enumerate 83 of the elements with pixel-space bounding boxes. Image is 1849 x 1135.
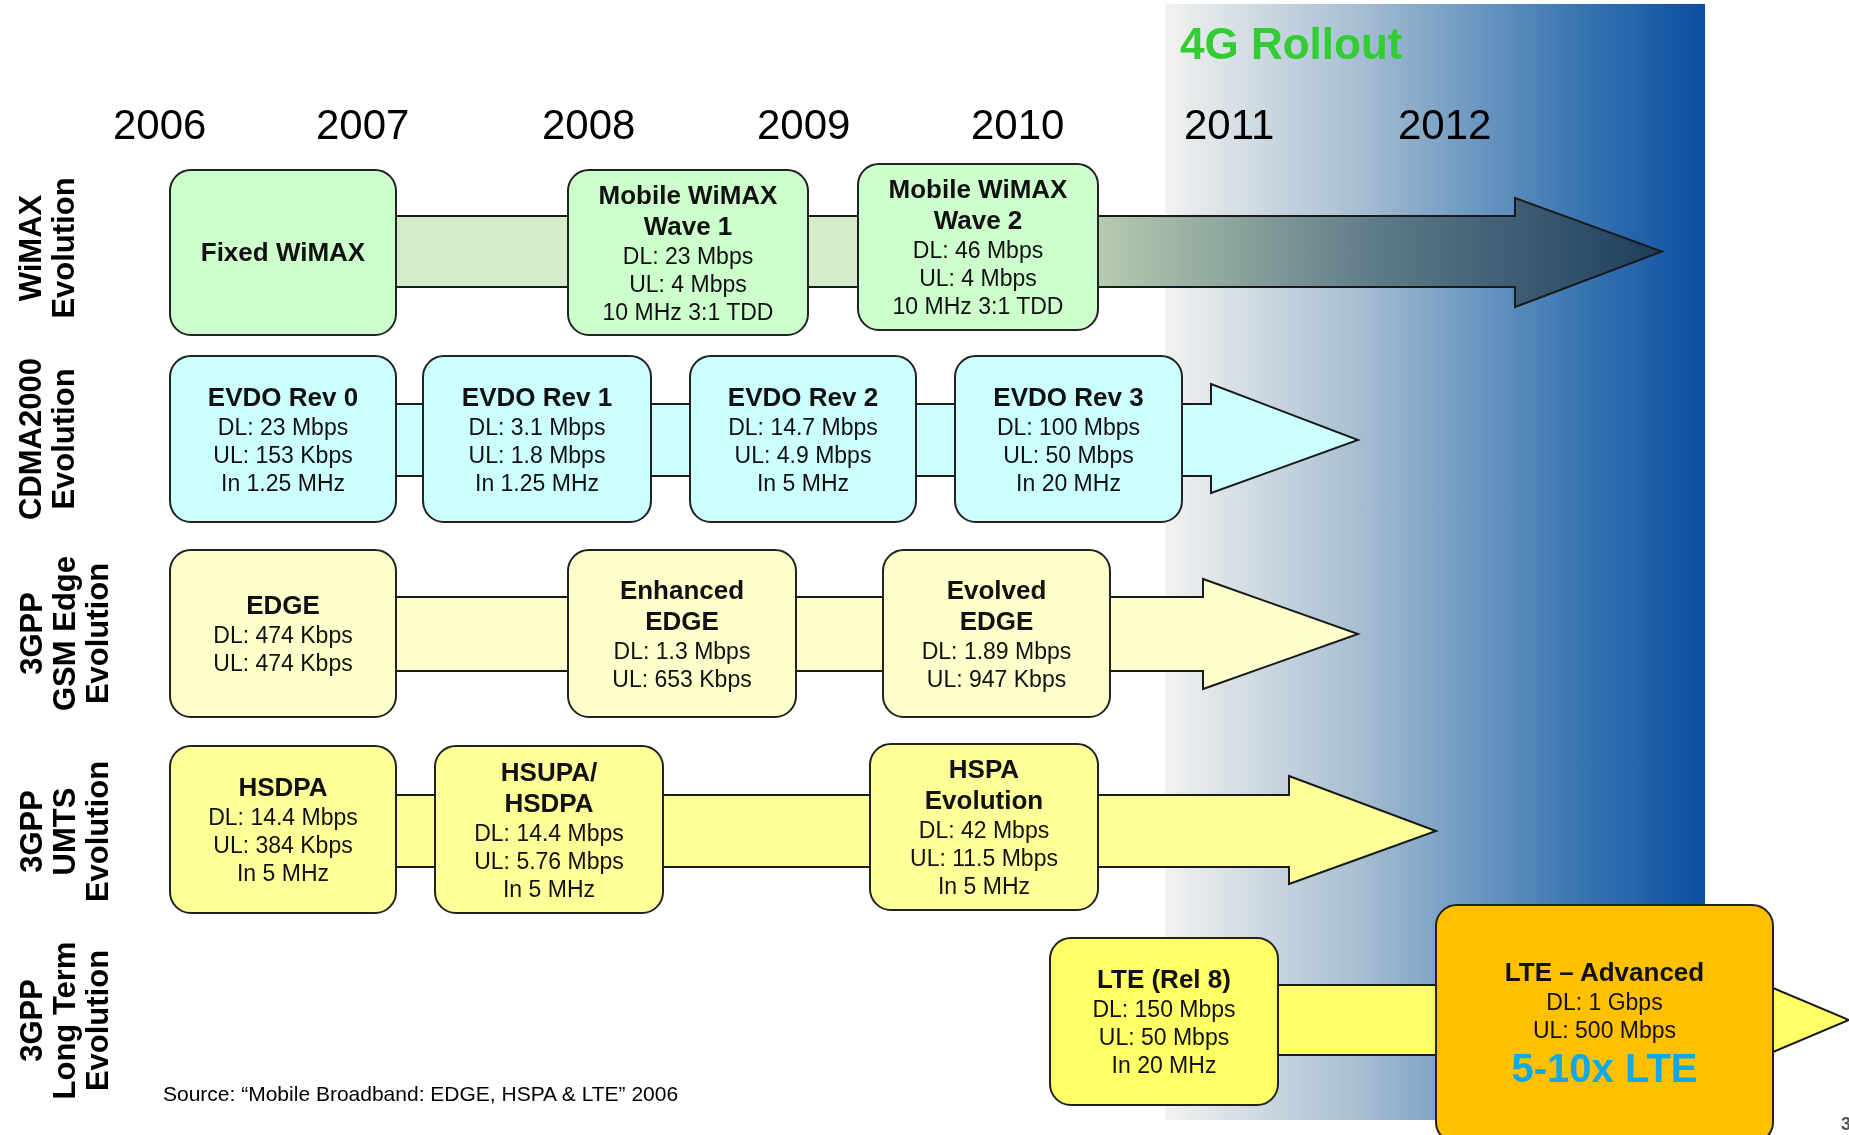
spec-text: UL: 50 Mbps: [1098, 1023, 1230, 1051]
spec-text: DL: 23 Mbps: [622, 241, 754, 270]
technology-name: Mobile WiMAX Wave 1: [597, 179, 779, 242]
spec-text: UL: 947 Kbps: [926, 664, 1067, 693]
spec-text: UL: 4.9 Mbps: [734, 440, 872, 469]
spec-text: DL: 100 Mbps: [996, 412, 1141, 441]
timeline-box: [1049, 937, 1279, 1106]
technology-name: Enhanced EDGE: [618, 574, 746, 637]
spec-text: DL: 3.1 Mbps: [468, 412, 606, 441]
spec-text: 10 MHz 3:1 TDD: [892, 292, 1064, 320]
spec-text: UL: 653 Kbps: [612, 664, 752, 693]
row-label: 3GPP UMTS Evolution: [14, 759, 114, 904]
technology-name: HSPA Evolution: [923, 754, 1045, 816]
timeline-box: [169, 549, 397, 718]
year-label: 2009: [757, 101, 851, 149]
timeline-box: [567, 169, 809, 336]
year-label: 2007: [316, 101, 410, 149]
spec-text: UL: 4 Mbps: [919, 264, 1037, 292]
spec-text: UL: 474 Kbps: [213, 649, 353, 677]
timeline-box: [434, 745, 664, 914]
spec-text: DL: 14.4 Mbps: [208, 803, 358, 831]
year-label: 2006: [113, 101, 207, 149]
spec-text: UL: 153 Kbps: [213, 440, 353, 469]
spec-text: DL: 474 Kbps: [213, 621, 353, 649]
technology-name: Mobile WiMAX Wave 2: [887, 174, 1069, 236]
spec-text: UL: 500 Mbps: [1532, 1015, 1677, 1044]
timeline-box: [422, 355, 652, 523]
timeline-box: [954, 355, 1183, 523]
timeline-box: [567, 549, 797, 718]
spec-text: DL: 46 Mbps: [912, 236, 1044, 264]
row-label: 3GPP Long Term Evolution: [14, 940, 114, 1100]
technology-name: EVDO Rev 1: [461, 381, 613, 413]
timeline-box: [1435, 904, 1774, 1135]
timeline-box: [169, 745, 397, 914]
spec-text: DL: 14.7 Mbps: [728, 412, 878, 441]
spec-text: UL: 50 Mbps: [1003, 440, 1134, 469]
timeline-box: [857, 163, 1099, 331]
spec-text: DL: 1 Gbps: [1546, 987, 1663, 1016]
spec-text: UL: 11.5 Mbps: [910, 844, 1058, 872]
spec-text: DL: 42 Mbps: [918, 816, 1050, 844]
technology-name: Evolved EDGE: [945, 574, 1048, 637]
spec-text: In 5 MHz: [237, 859, 329, 887]
row-label: WiMAX Evolution: [14, 176, 80, 321]
timeline-box: [869, 743, 1099, 911]
row-label: CDMA2000 Evolution: [14, 357, 80, 522]
spec-text: DL: 1.3 Mbps: [613, 636, 751, 665]
year-label: 2010: [971, 101, 1065, 149]
timeline-box: [689, 355, 917, 523]
spec-text: DL: 14.4 Mbps: [474, 818, 624, 847]
section-heading: 4G Rollout: [1180, 19, 1403, 69]
spec-text: In 20 MHz: [1111, 1051, 1217, 1079]
spec-text: In 5 MHz: [503, 874, 595, 903]
technology-name: LTE – Advanced: [1504, 956, 1705, 988]
spec-text: In 5 MHz: [757, 468, 849, 497]
spec-text: UL: 1.8 Mbps: [468, 440, 606, 469]
spec-text: In 1.25 MHz: [475, 468, 599, 497]
timeline-box: [169, 169, 397, 336]
spec-text: 10 MHz 3:1 TDD: [602, 297, 774, 326]
spec-text: DL: 150 Mbps: [1092, 995, 1236, 1023]
technology-name: EVDO Rev 3: [993, 381, 1144, 413]
speed-highlight: 5-10x LTE: [1511, 1044, 1698, 1092]
technology-name: EVDO Rev 0: [207, 381, 359, 413]
timeline-box: [169, 355, 397, 523]
spec-text: In 1.25 MHz: [221, 468, 345, 497]
spec-text: In 5 MHz: [938, 872, 1030, 900]
spec-text: DL: 1.89 Mbps: [921, 636, 1072, 665]
technology-name: Fixed WiMAX: [200, 237, 366, 268]
technology-name: HSUPA/ HSDPA: [499, 756, 599, 819]
source-note: Source: “Mobile Broadband: EDGE, HSPA & LTE” 2006: [163, 1082, 679, 1106]
technology-name: EDGE: [246, 590, 320, 621]
technology-name: HSDPA: [238, 772, 328, 803]
year-label: 2008: [542, 101, 636, 149]
technology-name: LTE (Rel 8): [1097, 964, 1231, 995]
technology-name: EVDO Rev 2: [727, 381, 879, 413]
spec-text: UL: 384 Kbps: [213, 831, 353, 859]
spec-text: In 20 MHz: [1016, 468, 1121, 497]
spec-text: UL: 5.76 Mbps: [474, 846, 624, 875]
row-label: 3GPP GSM Edge Evolution: [14, 554, 114, 713]
timeline-box: [882, 549, 1111, 718]
year-label: 2011: [1184, 101, 1275, 149]
spec-text: UL: 4 Mbps: [629, 269, 747, 298]
spec-text: DL: 23 Mbps: [217, 412, 349, 441]
year-label: 2012: [1398, 101, 1492, 149]
